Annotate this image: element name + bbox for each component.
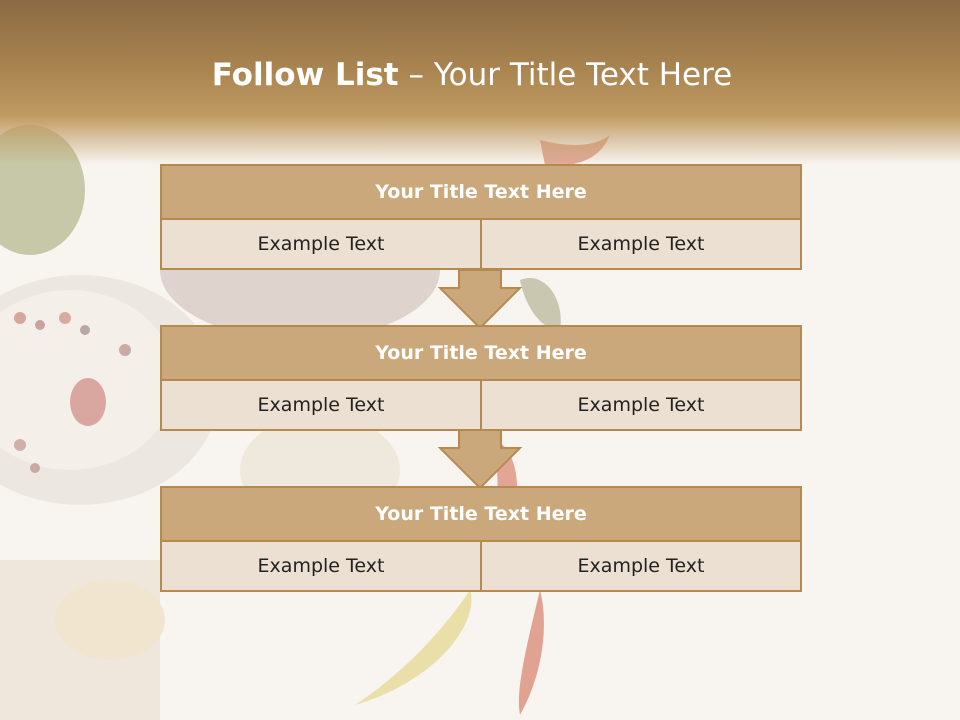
slide-title-bold: Follow List [211,57,399,93]
list-block-1: Your Title Text Here Example Text Exampl… [160,164,802,270]
block-row: Example Text Example Text [160,220,802,270]
block-cell-right: Example Text [482,220,802,270]
slide-title: Follow List – Your Title Text Here [0,52,944,98]
block-row: Example Text Example Text [160,381,802,431]
list-block-2: Your Title Text Here Example Text Exampl… [160,325,802,431]
down-arrow-icon [438,270,522,330]
list-block-3: Your Title Text Here Example Text Exampl… [160,486,802,592]
block-title: Your Title Text Here [160,325,802,381]
block-cell-right: Example Text [482,381,802,431]
down-arrow-icon [438,430,522,490]
block-title: Your Title Text Here [160,486,802,542]
block-cell-right: Example Text [482,542,802,592]
slide-title-rest: – Your Title Text Here [398,57,733,93]
block-title: Your Title Text Here [160,164,802,220]
block-cell-left: Example Text [160,381,482,431]
block-cell-left: Example Text [160,542,482,592]
block-cell-left: Example Text [160,220,482,270]
header-band [0,0,960,165]
block-row: Example Text Example Text [160,542,802,592]
